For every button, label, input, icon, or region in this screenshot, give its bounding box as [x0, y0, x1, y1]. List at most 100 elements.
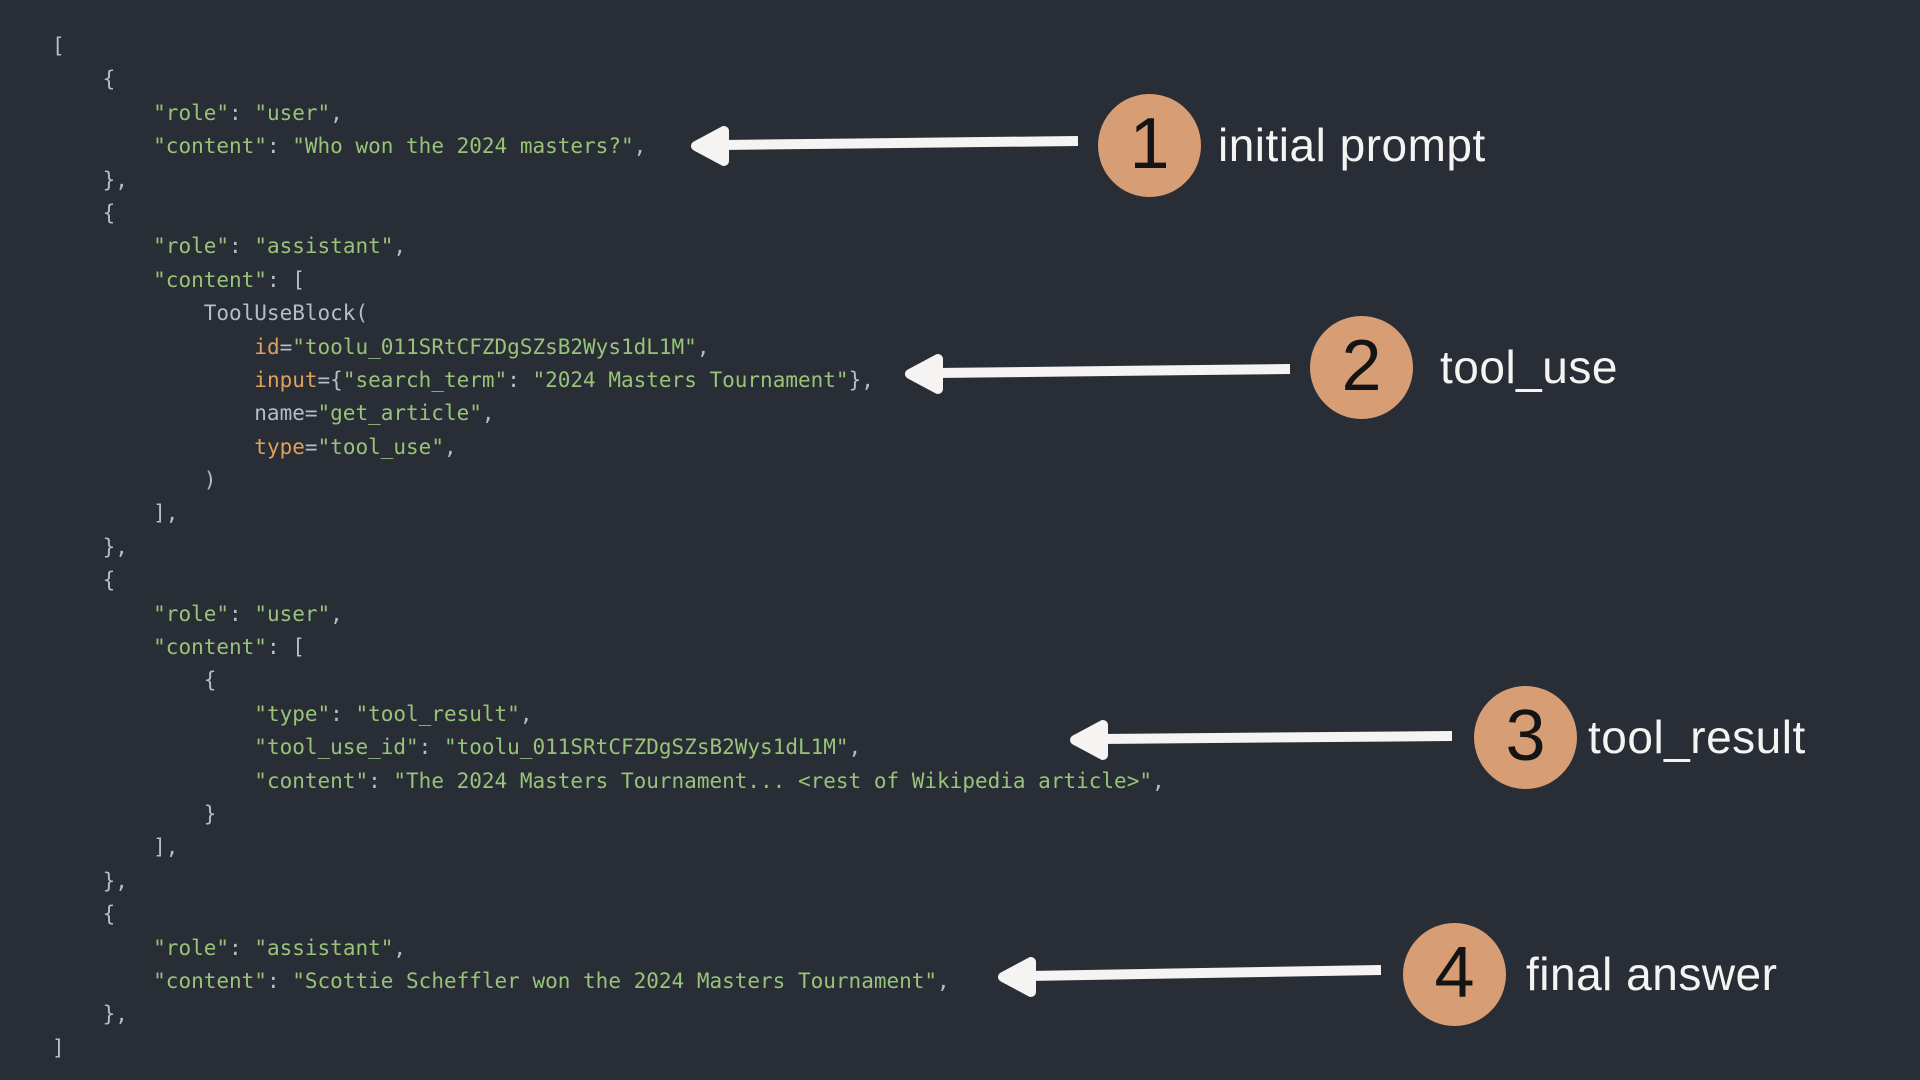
- code-token: "user": [254, 100, 331, 125]
- step-badge-2: 2: [1310, 316, 1413, 419]
- code-line: },: [52, 164, 1165, 197]
- code-token: type: [254, 434, 305, 459]
- code-token: ,: [443, 434, 457, 459]
- code-token: {: [52, 668, 217, 693]
- code-token: : [: [266, 267, 305, 292]
- code-token: [52, 769, 254, 793]
- code-token: [52, 101, 153, 125]
- code-line: "content": "The 2024 Masters Tournament.…: [52, 765, 1165, 798]
- code-token: :: [229, 100, 255, 125]
- code-line: [: [52, 30, 1165, 63]
- code-token: ): [52, 468, 217, 493]
- code-token: "content": [153, 635, 267, 660]
- code-line: }: [52, 798, 1165, 831]
- code-token: ,: [1151, 768, 1165, 793]
- code-line: },: [52, 865, 1165, 898]
- code-token: input: [254, 367, 318, 392]
- code-line: "role": "assistant",: [52, 932, 1165, 965]
- code-token: "role": [153, 234, 230, 259]
- code-token: ,: [393, 234, 407, 259]
- code-token: id: [254, 334, 280, 359]
- code-line: name="get_article",: [52, 397, 1165, 430]
- code-token: [52, 735, 254, 759]
- code-token: "content": [153, 267, 267, 292]
- code-token: "The 2024 Masters Tournament... <rest of…: [393, 768, 1152, 793]
- code-line: "content": "Scottie Scheffler won the 20…: [52, 965, 1165, 998]
- code-token: "role": [153, 100, 230, 125]
- step-badge-4: 4: [1403, 923, 1506, 1026]
- code-token: },: [848, 367, 874, 392]
- code-token: "assistant": [254, 234, 394, 259]
- code-token: ],: [52, 501, 179, 526]
- code-line: "role": "user",: [52, 97, 1165, 130]
- annotation-label-initial-prompt: initial prompt: [1218, 118, 1486, 171]
- step-number-3: 3: [1505, 695, 1546, 776]
- code-line: ToolUseBlock(: [52, 297, 1165, 330]
- code-block: [ { "role": "user", "content": "Who won …: [52, 30, 1165, 1065]
- code-token: [52, 368, 254, 392]
- code-token: ,: [633, 134, 647, 159]
- code-token: [52, 936, 153, 960]
- code-token: },: [52, 167, 128, 192]
- code-line: "type": "tool_result",: [52, 698, 1165, 731]
- code-line: ],: [52, 497, 1165, 530]
- code-line: {: [52, 63, 1165, 96]
- annotation-label-tool-use: tool_use: [1440, 340, 1618, 393]
- code-token: :: [229, 601, 255, 626]
- code-line: "content": [: [52, 631, 1165, 664]
- code-token: [52, 702, 254, 726]
- code-token: :: [418, 735, 444, 760]
- code-token: },: [52, 534, 128, 559]
- code-token: [: [52, 34, 65, 58]
- step-number-4: 4: [1434, 932, 1475, 1013]
- code-line: "role": "assistant",: [52, 230, 1165, 263]
- code-token: "assistant": [254, 935, 394, 960]
- code-line: ],: [52, 831, 1165, 864]
- code-token: :: [229, 234, 255, 259]
- code-line: input={"search_term": "2024 Masters Tour…: [52, 364, 1165, 397]
- code-token: [52, 602, 153, 626]
- code-token: ,: [481, 401, 495, 426]
- code-line: ): [52, 464, 1165, 497]
- code-token: "type": [254, 701, 331, 726]
- code-token: [52, 969, 153, 993]
- code-token: ,: [330, 601, 343, 626]
- code-token: :: [266, 968, 293, 993]
- code-token: "role": [153, 935, 230, 960]
- code-token: "get_article": [317, 401, 482, 426]
- code-token: {: [52, 67, 116, 92]
- code-token: },: [52, 868, 128, 893]
- code-token: ]: [52, 1035, 65, 1060]
- code-line: },: [52, 998, 1165, 1031]
- step-number-2: 2: [1341, 325, 1382, 406]
- code-token: {: [52, 902, 116, 927]
- code-line: type="tool_use",: [52, 431, 1165, 464]
- code-token: "tool_use": [317, 434, 444, 459]
- code-token: ={: [317, 367, 343, 392]
- code-line: {: [52, 664, 1165, 697]
- code-token: "search_term": [342, 367, 508, 392]
- code-token: [52, 234, 153, 258]
- code-token: :: [266, 134, 293, 159]
- code-line: },: [52, 531, 1165, 564]
- code-token: [52, 134, 153, 158]
- code-token: name=: [52, 401, 318, 426]
- step-badge-3: 3: [1474, 686, 1577, 789]
- code-token: :: [330, 701, 356, 726]
- code-token: "user": [254, 601, 331, 626]
- code-token: =: [304, 434, 318, 459]
- code-token: ,: [696, 334, 710, 359]
- code-token: "2024 Masters Tournament": [532, 367, 849, 392]
- code-token: }: [52, 801, 217, 826]
- code-line: "role": "user",: [52, 598, 1165, 631]
- code-token: ,: [848, 735, 862, 760]
- code-token: "toolu_011SRtCFZDgSZsB2Wys1dL1M": [443, 735, 849, 760]
- code-token: [52, 268, 153, 292]
- code-token: {: [52, 568, 116, 593]
- code-token: : [: [266, 635, 305, 660]
- code-line: id="toolu_011SRtCFZDgSZsB2Wys1dL1M",: [52, 331, 1165, 364]
- code-token: "tool_result": [355, 701, 520, 726]
- code-line: "content": [: [52, 264, 1165, 297]
- code-token: ,: [330, 100, 343, 125]
